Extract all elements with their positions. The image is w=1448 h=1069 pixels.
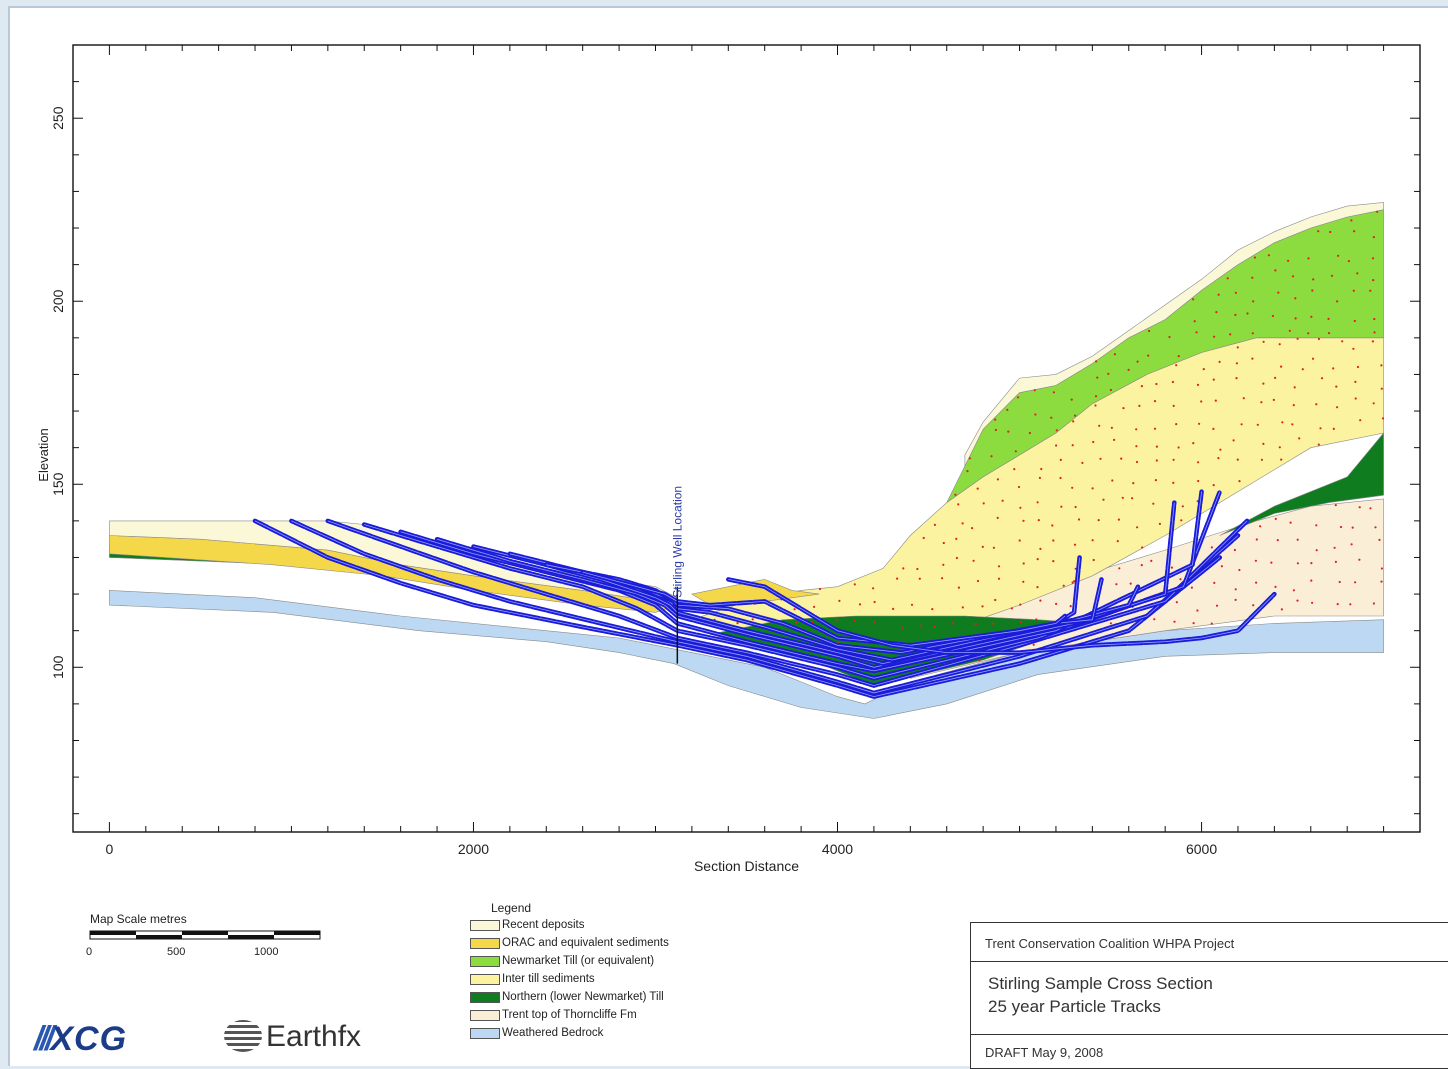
- legend-item: Weathered Bedrock: [470, 1025, 603, 1041]
- x-tick-label-0: 0: [106, 841, 114, 857]
- scale-bar-title: Map Scale metres: [90, 912, 187, 926]
- cross-section-chart: Stirling Well Location 0 2000 4000 6000 100 1…: [36, 44, 1421, 874]
- legend-title: Legend: [491, 901, 532, 915]
- unit-weathered-bedrock-0: [109, 590, 1384, 719]
- xcg-logo: ///XCG: [34, 1020, 128, 1058]
- legend-label: Newmarket Till (or equivalent): [502, 955, 655, 967]
- legend-label: Weathered Bedrock: [502, 1027, 604, 1039]
- particle-tracks: Stirling Well Location: [252, 486, 1277, 699]
- scale-tick-0: 0: [86, 946, 93, 958]
- legend-item: Inter till sediments: [470, 971, 595, 987]
- title-block: Trent Conservation Coalition WHPA Projec…: [970, 922, 1448, 1069]
- xcg-logo-text: XCG: [50, 1020, 128, 1058]
- y-tick-label-100: 100: [50, 655, 66, 679]
- particle-track-highlight-6: [473, 546, 1139, 665]
- legend-label: Trent top of Thorncliffe Fm: [502, 1009, 637, 1021]
- legend-swatch: [470, 1027, 500, 1039]
- unit-recent-deposits-10: [964, 202, 1384, 467]
- y-tick-label-200: 200: [50, 289, 66, 313]
- legend-label: Inter till sediments: [502, 973, 595, 985]
- legend-swatch: [470, 1009, 500, 1021]
- well-location-label: Stirling Well Location: [670, 486, 684, 598]
- legend-label: Northern (lower Newmarket) Till: [502, 991, 664, 1003]
- legend-item: Northern (lower Newmarket) Till: [470, 989, 664, 1005]
- scale-bar: [89, 930, 321, 940]
- legend-swatch: [470, 955, 500, 967]
- scale-tick-1000: 1000: [254, 946, 279, 958]
- legend-item: ORAC and equivalent sediments: [470, 935, 669, 951]
- legend-swatch: [470, 991, 500, 1003]
- x-tick-label-6000: 6000: [1186, 841, 1217, 857]
- y-tick-label-250: 250: [50, 106, 66, 130]
- draft-date: DRAFT May 9, 2008: [985, 1045, 1104, 1060]
- unit-northern-lower-newmarket-till-5: [1219, 432, 1384, 536]
- earthfx-logo-text: Earthfx: [266, 1020, 362, 1053]
- legend-item: Trent top of Thorncliffe Fm: [470, 1007, 637, 1023]
- globe-icon: [224, 1020, 262, 1052]
- legend-label: ORAC and equivalent sediments: [502, 937, 669, 949]
- legend-item: Recent deposits: [470, 917, 584, 933]
- legend-item: Newmarket Till (or equivalent): [470, 953, 654, 969]
- earthfx-logo: Earthfx: [224, 1020, 361, 1054]
- legend-label: Recent deposits: [502, 919, 585, 931]
- plot-frame: [72, 44, 1421, 833]
- x-tick-label-4000: 4000: [822, 841, 853, 857]
- y-tick-label-150: 150: [50, 472, 66, 496]
- legend-swatch: [470, 973, 500, 985]
- legend-swatch: [470, 937, 500, 949]
- particle-track-highlight-10: [728, 579, 1275, 653]
- project-name: Trent Conservation Coalition WHPA Projec…: [985, 936, 1235, 951]
- scale-tick-500: 500: [167, 946, 186, 958]
- y-axis-label: Elevation: [36, 428, 51, 481]
- x-tick-label-2000: 2000: [458, 841, 489, 857]
- particle-track-highlight-0: [254, 520, 1221, 698]
- section-subtitle: 25 year Particle Tracks: [988, 997, 1161, 1016]
- x-axis-label: Section Distance: [694, 858, 799, 874]
- legend-swatch: [470, 919, 500, 931]
- particle-track-highlight-9: [582, 571, 1066, 646]
- sediment-stipple: [698, 210, 1385, 663]
- section-title: Stirling Sample Cross Section: [988, 974, 1213, 993]
